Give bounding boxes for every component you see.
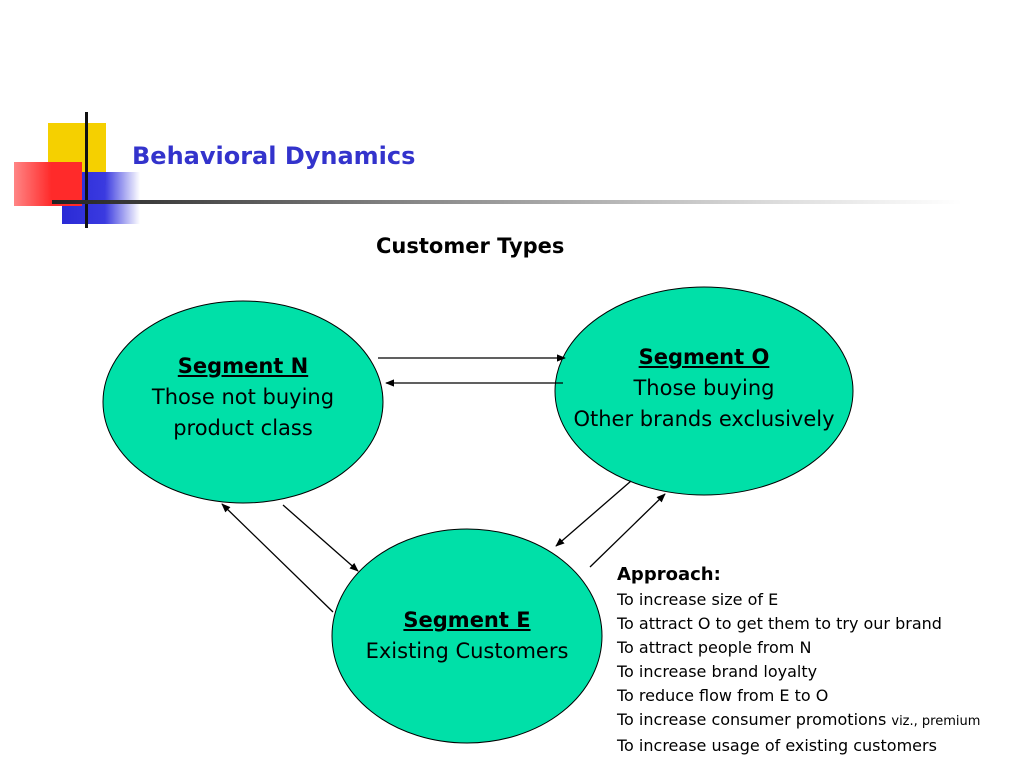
segment-n-label: Segment N Those not buying product class	[113, 351, 373, 444]
segment-n-line-2: product class	[173, 416, 313, 440]
approach-item: To reduce flow from E to O	[617, 686, 829, 705]
segment-o-label: Segment O Those buying Other brands excl…	[560, 342, 848, 435]
approach-item-note: viz., premium	[891, 714, 981, 729]
approach-list: Approach: To increase size of E To attra…	[617, 562, 980, 758]
segment-n-line-1: Those not buying	[151, 385, 335, 409]
segment-e-line-1: Existing Customers	[365, 639, 569, 663]
approach-item: To increase usage of existing customers	[617, 736, 937, 755]
segment-n-node	[102, 300, 384, 504]
logo-red-square	[14, 162, 82, 206]
title-underline-rule	[52, 200, 962, 204]
arrow-o-to-e	[555, 480, 632, 547]
arrow-e-to-o	[589, 493, 666, 568]
approach-heading: Approach:	[617, 564, 721, 585]
approach-item: To increase brand loyalty	[617, 662, 818, 681]
segment-o-heading: Segment O	[638, 345, 770, 369]
diagram-subtitle: Customer Types	[376, 234, 565, 258]
approach-item-with-note: To increase consumer promotions viz., pr…	[617, 708, 980, 734]
approach-item: To attract people from N	[617, 638, 812, 657]
segment-o-node	[554, 286, 854, 496]
segment-e-heading: Segment E	[403, 608, 531, 632]
slide-title: Behavioral Dynamics	[132, 142, 416, 170]
segment-e-label: Segment E Existing Customers	[347, 605, 587, 667]
arrow-n-to-e	[282, 504, 359, 572]
approach-item-text: To increase consumer promotions	[617, 710, 887, 729]
logo-vertical-line	[85, 112, 88, 228]
segment-o-line-1: Those buying	[633, 376, 775, 400]
segment-n-heading: Segment N	[177, 354, 309, 378]
arrow-e-to-n	[221, 503, 334, 613]
approach-item: To attract O to get them to try our bran…	[617, 614, 942, 633]
segment-o-line-2: Other brands exclusively	[573, 407, 835, 431]
approach-item: To increase size of E	[617, 590, 779, 609]
segment-e-node	[331, 528, 603, 744]
